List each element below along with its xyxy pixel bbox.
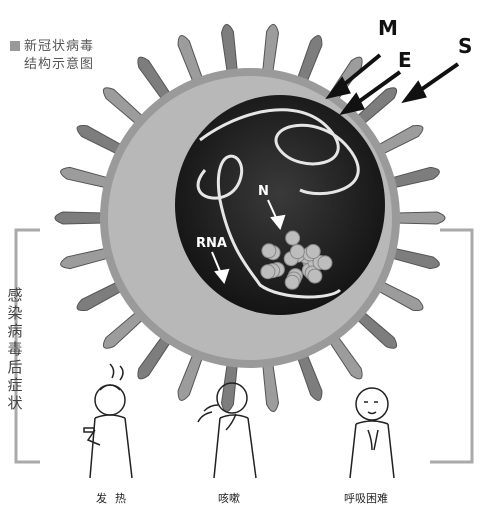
figure-breathing: [350, 388, 394, 478]
symptom-breathing-label: 呼吸困难: [344, 490, 388, 506]
spike-protein: [55, 212, 105, 224]
nucleocapsid-protein: [290, 245, 304, 259]
nucleocapsid-protein: [285, 275, 299, 289]
spike-protein: [263, 361, 279, 411]
nucleocapsid-protein: [318, 256, 332, 270]
diagram-title: 新冠状病毒 结构示意图: [10, 38, 94, 74]
title-line-1: 新冠状病毒: [24, 39, 94, 54]
spike-protein: [222, 361, 238, 411]
label-m: M: [378, 16, 398, 40]
nucleocapsid-protein: [306, 244, 320, 258]
figure-fever: [84, 364, 132, 478]
spike-protein: [390, 167, 440, 188]
symptom-cough-label: 咳嗽: [218, 490, 240, 506]
label-n: N: [258, 184, 269, 199]
viral-core: [175, 95, 385, 315]
spike-protein: [395, 212, 445, 224]
spike-protein: [263, 24, 279, 74]
symptom-fever-label: 发热: [96, 490, 134, 506]
nucleocapsid-protein: [286, 231, 300, 245]
label-s: S: [458, 34, 472, 58]
spike-protein: [61, 248, 111, 269]
nucleocapsid-protein: [262, 244, 276, 258]
symptoms-heading: 感染病毒后症状: [6, 286, 24, 412]
title-line-2: 结构示意图: [10, 56, 94, 74]
spike-protein: [61, 167, 111, 188]
nucleocapsid-protein: [308, 269, 322, 283]
nucleocapsid-protein: [261, 265, 275, 279]
spike-protein: [390, 248, 440, 269]
label-e: E: [398, 48, 412, 72]
label-rna: RNA: [196, 236, 227, 251]
spike-protein: [222, 24, 238, 74]
title-marker: [10, 41, 20, 51]
